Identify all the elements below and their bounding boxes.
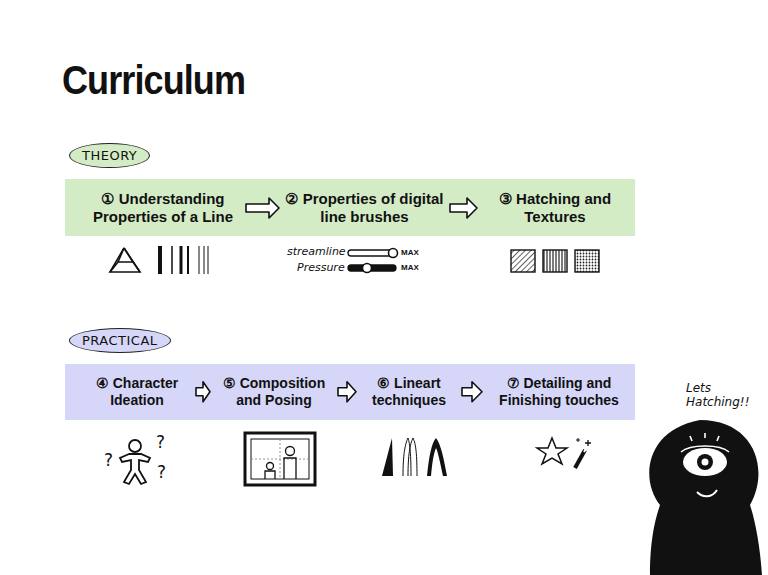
section-tag: THEORY [69,143,150,168]
flow-arrow [450,198,477,218]
flow-arrow [462,382,482,402]
step-text: ④ Character Ideation [96,375,178,408]
line-weights-icon [160,246,208,274]
page-title: Curriculum [62,58,245,103]
slider-icons [348,249,398,273]
figure-icon [120,440,150,484]
flow-arrow [338,382,356,402]
step-text: ① Understanding Properties of a Line [93,190,233,225]
pyramid-icon [110,248,140,272]
practical-band-fill [65,364,635,420]
question-mark: ? [156,432,165,452]
flow-arrow [196,382,210,402]
section-band: THEORY① Understanding Properties of a Li… [65,179,635,236]
star-wand-icon [537,438,591,468]
step-text: ② Properties of digital line brushes [285,190,443,225]
section-band: PRACTICAL④ Character Ideation⑤ Compositi… [65,364,635,420]
speech-text: Lets Hatching!! [686,382,762,410]
slider-label: streamline [287,245,346,258]
step-text: ⑦ Detailing and Finishing touches [499,375,619,408]
theory-band-fill [65,179,635,236]
question-mark: ? [157,462,166,482]
question-mark: ? [104,450,113,470]
step-item: ⑥ Lineart techniques [359,375,459,409]
slider-label: Pressure [297,261,345,274]
section-tag: PRACTICAL [69,328,171,353]
step-item: ⑤ Composition and Posing [213,375,335,409]
slider-max: MAX [401,248,419,257]
texture-icons [511,250,599,272]
flow-arrow [246,198,279,218]
composition-icon [245,433,315,485]
step-item: ① Understanding Properties of a Line [83,190,243,226]
slider-max: MAX [401,263,419,272]
step-item: ② Properties of digital line brushes [282,190,447,226]
lineart-icon [382,438,447,476]
step-text: ③ Hatching and Textures [499,190,611,225]
step-item: ④ Character Ideation [81,375,193,409]
step-item: ③ Hatching and Textures [480,190,630,226]
step-text: ⑥ Lineart techniques [372,375,446,408]
step-item: ⑦ Detailing and Finishing touches [485,375,633,409]
mascot-character [649,420,762,575]
step-text: ⑤ Composition and Posing [223,375,325,408]
